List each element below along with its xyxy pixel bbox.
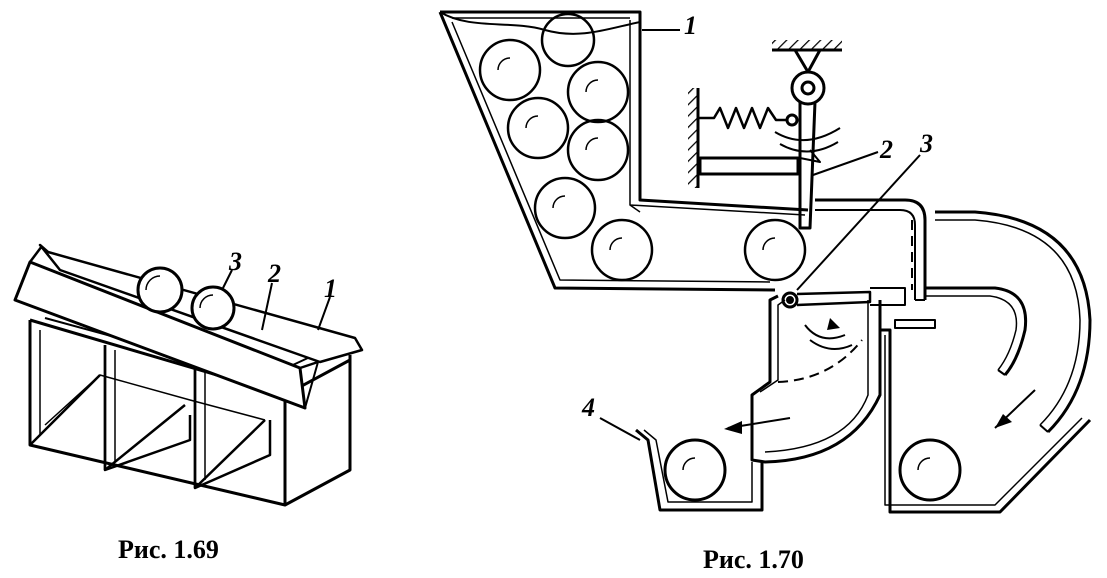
leader-lines [221, 269, 331, 331]
callout-4-fig170: 4 [581, 393, 595, 422]
figure-1-69 [13, 243, 364, 507]
ball-small [190, 285, 236, 331]
lever-assembly [772, 40, 842, 230]
right-bin [880, 319, 1092, 514]
compartment-dividers [29, 330, 272, 490]
sorting-plates [13, 243, 364, 410]
caption-fig-1-70: Рис. 1.70 [703, 545, 804, 573]
leader-lines-170 [599, 29, 921, 441]
right-chute [925, 210, 1092, 434]
spring-wall [688, 88, 800, 188]
callout-1-fig170: 1 [684, 11, 697, 40]
left-chute [724, 294, 882, 464]
balls [136, 266, 236, 331]
callout-3-fig169: 3 [228, 247, 242, 276]
callout-2-fig169: 2 [267, 259, 281, 288]
ball-large [136, 266, 184, 314]
callout-2-fig170: 2 [879, 135, 893, 164]
gate-flap [781, 287, 906, 350]
spring [698, 106, 788, 130]
callout-3-fig170: 3 [919, 129, 933, 158]
left-bin [635, 428, 764, 512]
upper-channel [815, 198, 927, 301]
callout-1-fig169: 1 [324, 274, 337, 303]
hopper [438, 10, 809, 292]
dashed-paths [777, 220, 913, 383]
hopper-balls [478, 12, 807, 282]
figure-1-70 [438, 10, 1092, 514]
caption-fig-1-69: Рис. 1.69 [118, 535, 219, 564]
